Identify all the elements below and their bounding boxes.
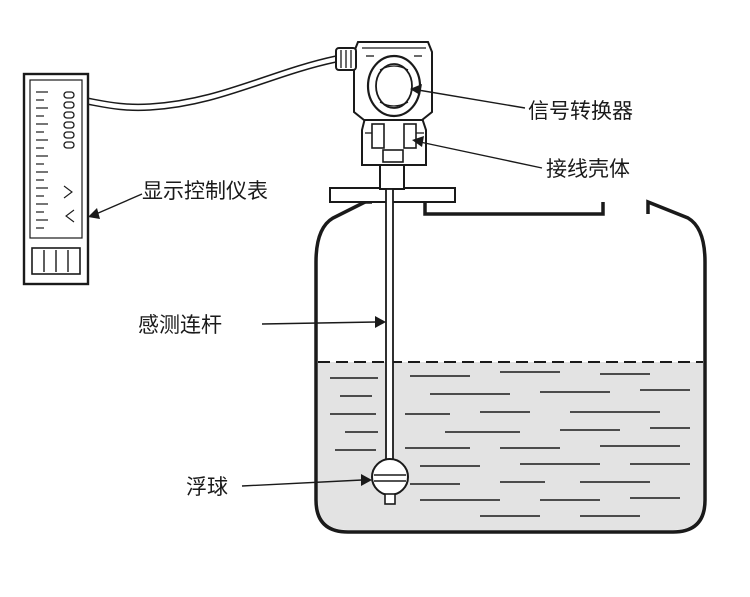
leader-arrows (88, 84, 543, 487)
label-float-ball: 浮球 (186, 475, 228, 499)
label-display-controller: 显示控制仪表 (142, 179, 268, 203)
signal-converter-head (335, 41, 433, 121)
label-junction-housing: 接线壳体 (546, 157, 630, 181)
label-signal-converter: 信号转换器 (528, 99, 633, 123)
transmitter-neck (379, 164, 405, 190)
float-ball (371, 458, 409, 505)
label-sensing-rod: 感测连杆 (138, 313, 222, 337)
signal-cable (85, 55, 337, 112)
sensing-rod (385, 188, 394, 466)
tank-outline (314, 199, 707, 534)
display-controller-instrument (22, 72, 90, 286)
liquid-waves (330, 371, 690, 517)
liquid-fill (318, 362, 703, 530)
storage-tank (314, 199, 707, 534)
